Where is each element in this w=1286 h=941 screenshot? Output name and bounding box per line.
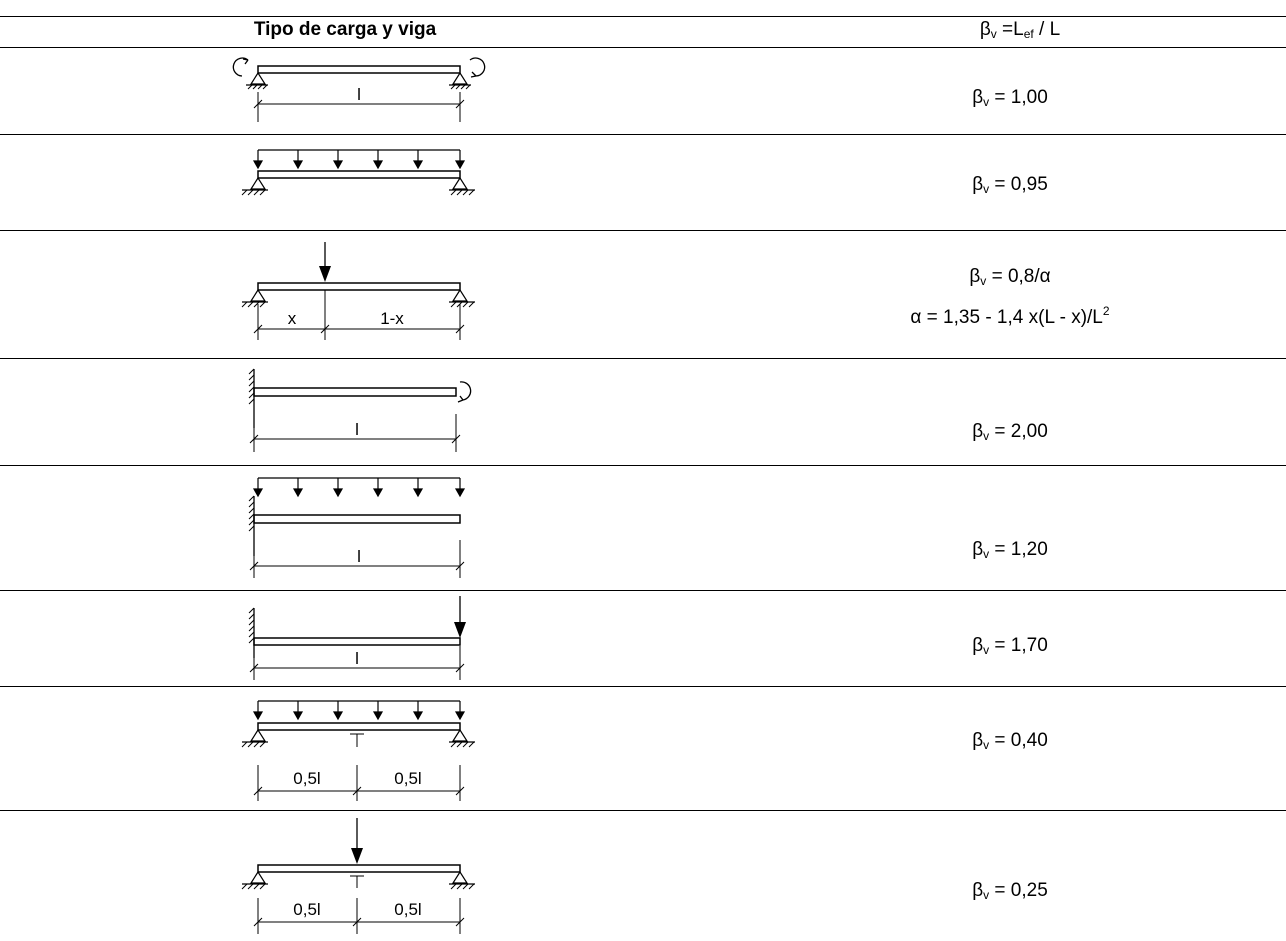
- row-rule: [0, 358, 1286, 359]
- beta-value-row-7: βv = 0,40: [972, 730, 1048, 752]
- beam-diagram-uniform-load: [241, 149, 475, 196]
- dimension-label: l: [355, 649, 359, 668]
- beam-diagram-uniform-load-midspan-restraint: 0,5l 0,5l: [241, 700, 475, 801]
- dimension-label: 0,5l: [394, 769, 421, 788]
- row-rule: [0, 810, 1286, 811]
- row-rule: [0, 686, 1286, 687]
- dimension-label: 0,5l: [394, 900, 421, 919]
- beam-diagram-point-load: x 1-x: [241, 242, 475, 340]
- cantilever-diagram-tip-load: l: [248, 596, 466, 680]
- dimension-label: 0,5l: [293, 769, 320, 788]
- dimension-label: l: [357, 85, 361, 104]
- dimension-label: l: [357, 547, 361, 566]
- beta-value-row-1: βv = 1,00: [972, 87, 1048, 109]
- beta-value-row-8: βv = 0,25: [972, 880, 1048, 902]
- row-rule: [0, 134, 1286, 135]
- cantilever-diagram-end-moment: l: [248, 368, 472, 452]
- beta-value-row-2: βv = 0,95: [972, 174, 1048, 196]
- beta-formula-line-1: βv = 0,8/α: [969, 266, 1051, 288]
- row-rule: [0, 590, 1286, 591]
- beam-diagram-end-moments: l: [232, 57, 486, 122]
- row-rule: [0, 465, 1286, 466]
- dimension-label: l: [355, 420, 359, 439]
- column-header-load-type: Tipo de carga y viga: [253, 19, 437, 40]
- beta-value-row-4: βv = 2,00: [972, 421, 1048, 443]
- beta-value-row-5: βv = 1,20: [972, 539, 1048, 561]
- dimension-label: 0,5l: [293, 900, 320, 919]
- beta-value-row-6: βv = 1,70: [972, 635, 1048, 657]
- alpha-formula-line-2: α = 1,35 - 1,4 x(L - x)/L2: [910, 304, 1110, 328]
- dimension-label: x: [288, 309, 297, 328]
- cantilever-diagram-uniform-load: l: [248, 477, 466, 578]
- row-rule: [0, 230, 1286, 231]
- dimension-label: 1-x: [380, 309, 404, 328]
- header-rule: [0, 47, 1286, 48]
- beam-diagram-midspan-load-restraint: 0,5l 0,5l: [241, 818, 475, 934]
- beta-value-row-3: βv = 0,8/α α = 1,35 - 1,4 x(L - x)/L2: [760, 262, 1260, 333]
- column-header-beta-formula: βv =Lef / L: [979, 19, 1061, 41]
- table-top-rule: [0, 16, 1286, 17]
